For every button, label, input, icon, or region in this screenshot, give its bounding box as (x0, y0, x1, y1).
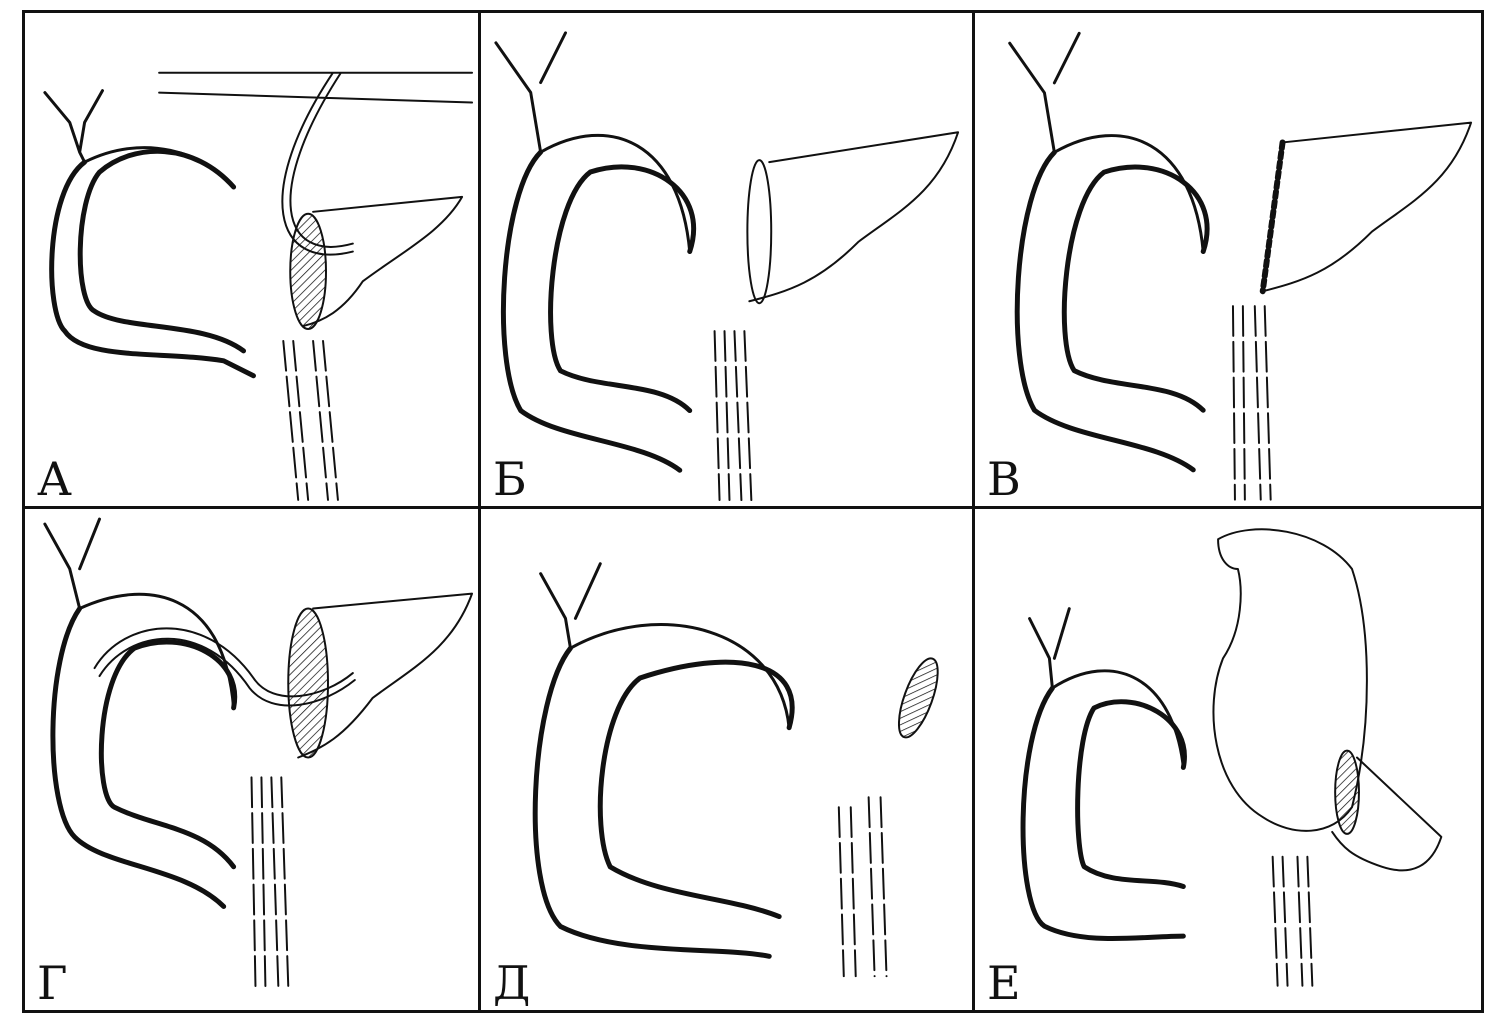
panel-g: Г (25, 509, 481, 1010)
panel-label-a: А (37, 452, 72, 506)
panel-b: Б (481, 13, 975, 509)
duodenum (500, 149, 697, 473)
duodenum (532, 645, 795, 959)
panel-e: Е (975, 509, 1481, 1010)
panel-g-drawing (43, 517, 474, 987)
pancreas (1261, 121, 1473, 293)
panel-label-d: Д (493, 956, 531, 1010)
panel-d: Д (481, 509, 975, 1010)
vessels (250, 776, 290, 987)
duodenum (1014, 149, 1210, 473)
pancreas (748, 131, 960, 303)
duodenum (50, 606, 238, 910)
anastomosis (1334, 749, 1360, 835)
panel-a: А (25, 13, 481, 509)
panel-b-drawing (494, 31, 960, 502)
panel-e-drawing (1020, 528, 1443, 987)
duodenum (49, 148, 256, 379)
pancreas (302, 195, 464, 328)
pancreas-cut (746, 159, 773, 305)
vessels (1271, 855, 1314, 987)
duodenum-outer (83, 146, 236, 189)
panel-v: В (975, 13, 1481, 509)
bile-duct (494, 31, 567, 154)
panel-v-drawing (1008, 31, 1473, 501)
tube (158, 71, 474, 256)
panel-d-drawing (532, 562, 939, 978)
duodenum-outer (539, 133, 692, 254)
bile-duct (1008, 31, 1081, 154)
bile-duct (43, 517, 101, 610)
vessels (837, 796, 888, 978)
pancreas-cut (287, 607, 329, 759)
panel-label-g: Г (37, 956, 68, 1010)
vessels (1231, 305, 1272, 501)
vessels (282, 339, 339, 501)
duodenum (1020, 685, 1187, 942)
pancreas (1331, 756, 1443, 872)
bile-duct (539, 562, 602, 650)
panel-label-e: Е (987, 956, 1021, 1010)
duodenum-outer (1052, 134, 1205, 254)
duodenum-outer (78, 592, 236, 710)
duodenum-outer (1050, 669, 1185, 769)
stomach (1212, 528, 1368, 832)
bile-duct (43, 89, 104, 164)
panel-label-b: Б (493, 452, 527, 506)
vessels (713, 330, 753, 502)
pancreas-stump (897, 657, 939, 739)
panel-label-v: В (987, 452, 1021, 506)
duodenum-outer (568, 623, 791, 730)
pancreas (297, 592, 474, 759)
bile-duct (1028, 607, 1071, 690)
figure-grid: А Б В (22, 10, 1484, 1013)
suture-line (1259, 139, 1286, 295)
panel-a-drawing (43, 71, 474, 501)
pancreas-cut (289, 212, 327, 331)
